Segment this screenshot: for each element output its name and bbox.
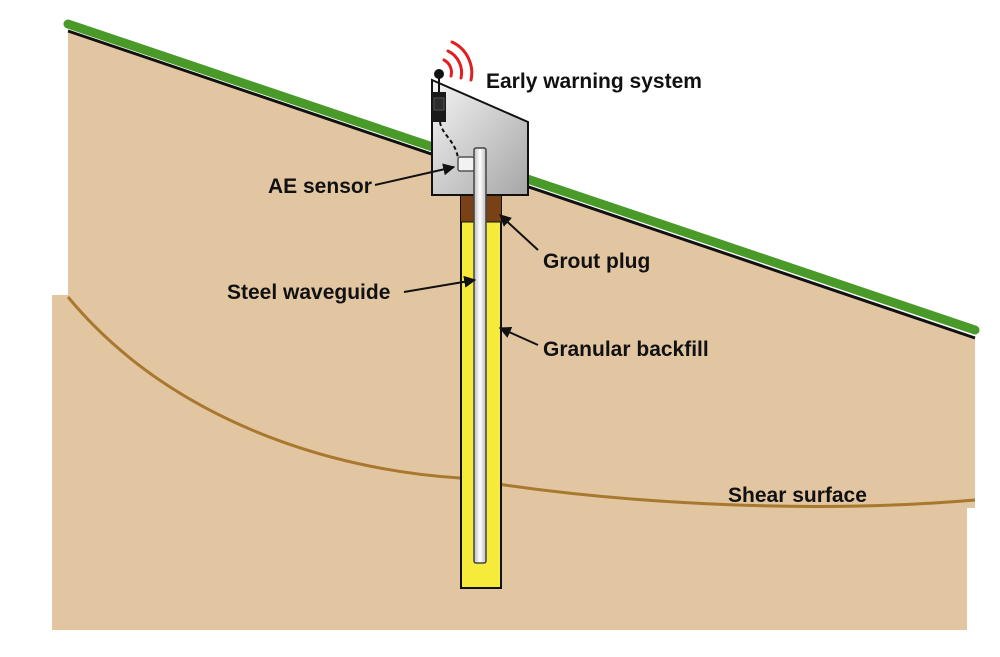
granular-backfill-arrow bbox=[498, 326, 539, 346]
sensor-cable bbox=[439, 121, 459, 159]
early-warning-label: Early warning system bbox=[486, 70, 702, 93]
signal-wave-icon-1 bbox=[442, 58, 453, 78]
antenna-icon bbox=[434, 69, 444, 79]
steel-waveguide bbox=[473, 147, 487, 564]
grout-plug-arrow bbox=[499, 214, 539, 251]
shear-surface-label: Shear surface bbox=[728, 484, 867, 507]
data-logger-screen bbox=[433, 97, 445, 111]
signal-wave-icon-2 bbox=[446, 49, 464, 80]
early-warning-enclosure bbox=[431, 78, 529, 196]
granular-backfill-label: Granular backfill bbox=[543, 338, 709, 361]
grout-plug-label: Grout plug bbox=[543, 250, 650, 273]
signal-wave-icon-3 bbox=[450, 40, 474, 82]
ae-sensor bbox=[457, 156, 475, 172]
ae-sensor-arrow bbox=[374, 163, 456, 186]
steel-waveguide-label: Steel waveguide bbox=[227, 281, 390, 304]
steel-waveguide-arrow bbox=[403, 275, 477, 293]
ae-sensor-label: AE sensor bbox=[268, 175, 372, 198]
soil-body bbox=[52, 30, 975, 630]
